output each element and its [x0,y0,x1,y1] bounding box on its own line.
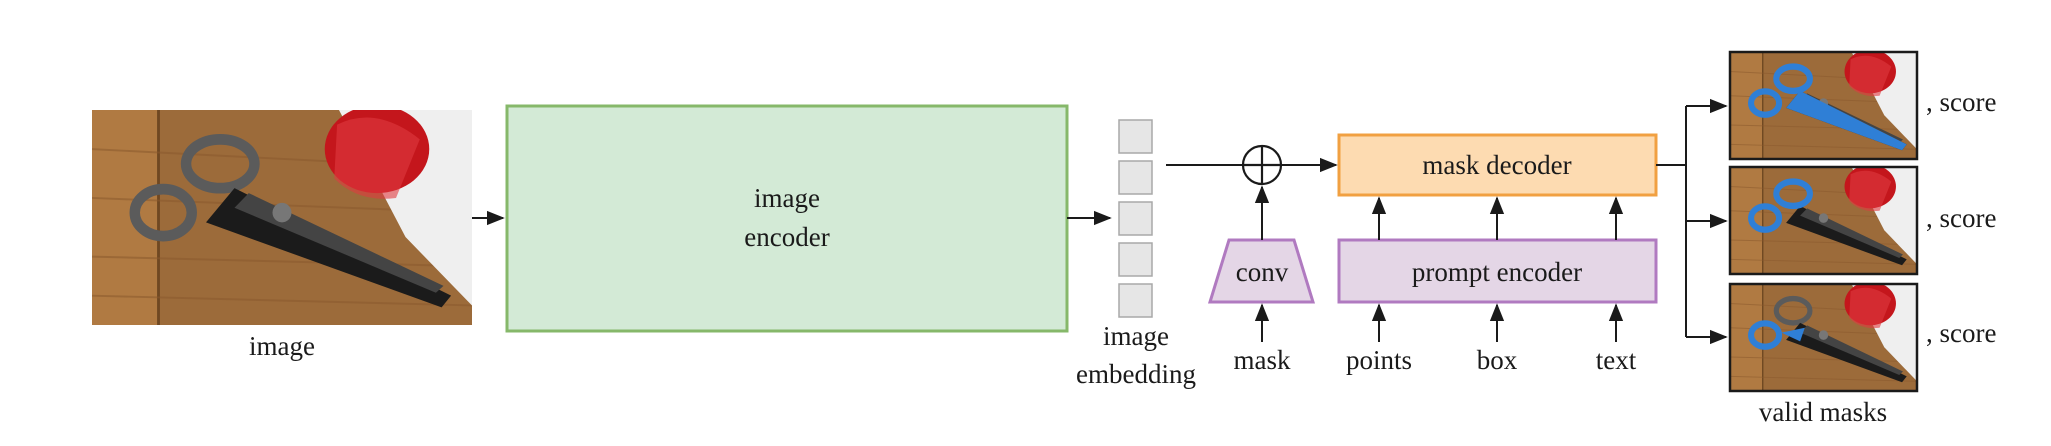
prompt-input-box: box [1477,345,1518,375]
score-label-2: , score [1926,203,1996,233]
image-encoder-label-line2: encoder [744,222,829,252]
output-mask-2 [1728,165,1919,276]
score-label-3: , score [1926,318,1996,348]
embedding-cell [1118,201,1153,236]
input-image-label: image [249,331,315,361]
score-label-1: , score [1926,87,1996,117]
input-image [92,105,472,325]
embedding-cell [1118,119,1153,154]
valid-masks-caption: valid masks [1759,397,1887,427]
sum-node-icon [1241,144,1283,186]
mask-decoder-box [1337,133,1658,197]
mask-decoder-label: mask decoder [1422,150,1571,180]
image-embedding-label-line2: embedding [1076,359,1196,389]
prompt-input-points: points [1346,345,1412,375]
embedding-cell [1118,242,1153,277]
conv-label: conv [1236,257,1289,287]
output-mask-1 [1728,50,1919,161]
output-mask-3 [1728,282,1919,393]
image-embedding-stack [1118,119,1153,318]
image-encoder-box [505,104,1069,333]
image-embedding-label-line1: image [1103,321,1169,351]
prompt-encoder-label: prompt encoder [1412,257,1582,287]
prompt-input-text: text [1596,345,1637,375]
conv-block [1207,238,1316,304]
embedding-cell [1118,160,1153,195]
embedding-cell [1118,283,1153,318]
mask-input-label: mask [1234,345,1291,375]
image-encoder-label-line1: image [754,183,820,213]
